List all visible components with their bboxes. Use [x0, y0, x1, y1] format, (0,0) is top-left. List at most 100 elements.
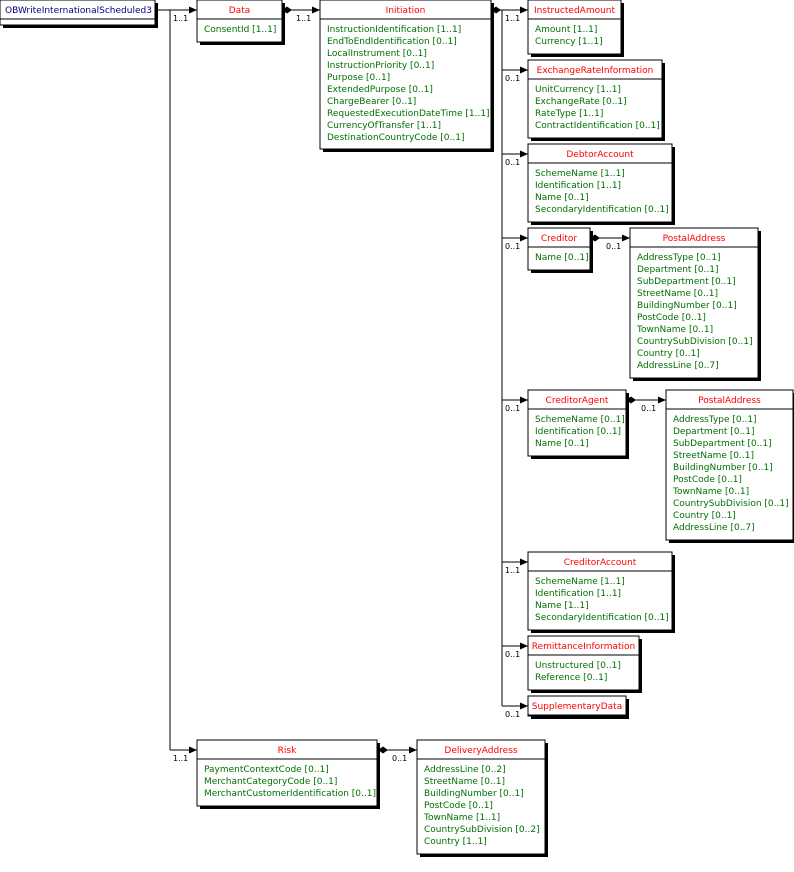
class-attribute: RateType [1..1] — [535, 109, 603, 119]
class-attribute: Department [0..1] — [637, 265, 719, 275]
arrowhead-icon — [520, 150, 528, 158]
class-attribute: Unstructured [0..1] — [535, 661, 621, 671]
class-attribute: TownName [0..1] — [672, 487, 749, 497]
class-attribute: PostCode [0..1] — [637, 313, 706, 323]
class-attribute: Purpose [0..1] — [327, 73, 390, 83]
class-attribute: Department [0..1] — [673, 427, 755, 437]
class-attribute: MerchantCategoryCode [0..1] — [204, 777, 337, 787]
class-attribute: Country [0..1] — [673, 511, 736, 521]
class-attribute: SubDepartment [0..1] — [637, 277, 736, 287]
class-title: InstructedAmount — [534, 6, 616, 16]
multiplicity-label: 1..1 — [296, 14, 311, 23]
class-attribute: PostCode [0..1] — [673, 475, 742, 485]
class-attribute: CountrySubDivision [0..1] — [673, 499, 789, 509]
class-attribute: MerchantCustomerIdentification [0..1] — [204, 789, 376, 799]
arrowhead-icon — [189, 746, 197, 754]
class-attribute: ConsentId [1..1] — [204, 25, 276, 35]
arrowhead-icon — [520, 6, 528, 14]
arrowhead-icon — [520, 234, 528, 242]
class-box-supplementary-data[interactable]: SupplementaryData — [527, 695, 629, 719]
class-attribute: CurrencyOfTransfer [1..1] — [327, 121, 441, 131]
arrowhead-icon — [312, 6, 320, 14]
class-attribute: ContractIdentification [0..1] — [535, 121, 660, 131]
class-attribute: Name [0..1] — [535, 193, 589, 203]
multiplicity-label: 0..1 — [505, 242, 520, 251]
arrowhead-icon — [520, 558, 528, 566]
root-class-name: OBWriteInternationalScheduled3 — [5, 6, 152, 16]
class-attribute: LocalInstrument [0..1] — [327, 49, 427, 59]
class-attribute: SchemeName [1..1] — [535, 169, 625, 179]
multiplicity-label: 0..1 — [392, 754, 407, 763]
multiplicity-label: 1..1 — [173, 14, 188, 23]
class-attribute: SubDepartment [0..1] — [673, 439, 772, 449]
class-attribute: AddressLine [0..7] — [673, 523, 755, 533]
arrowhead-icon — [409, 746, 417, 754]
class-attribute: SecondaryIdentification [0..1] — [535, 613, 669, 623]
class-attribute: Country [0..1] — [637, 349, 700, 359]
class-attribute: Name [0..1] — [535, 253, 589, 263]
class-attribute: EndToEndIdentification [0..1] — [327, 37, 457, 47]
arrowhead-icon — [520, 642, 528, 650]
arrowhead-icon — [520, 396, 528, 404]
multiplicity-label: 0..1 — [641, 404, 656, 413]
multiplicity-label: 1..1 — [505, 566, 520, 575]
diamond-icon — [378, 746, 388, 754]
class-attribute: Name [0..1] — [535, 439, 589, 449]
class-attribute: StreetName [0..1] — [637, 289, 718, 299]
class-title: ExchangeRateInformation — [537, 66, 654, 76]
arrowhead-icon — [189, 6, 197, 14]
class-title: Initiation — [386, 6, 426, 16]
class-attribute: AddressType [0..1] — [673, 415, 757, 425]
class-title: PostalAddress — [698, 396, 761, 406]
class-attribute: DestinationCountryCode [0..1] — [327, 133, 465, 143]
class-attribute: Identification [1..1] — [535, 181, 621, 191]
class-title: Risk — [278, 746, 297, 756]
multiplicity-label: 0..1 — [505, 710, 520, 719]
class-attribute: Identification [1..1] — [535, 589, 621, 599]
arrowhead-icon — [520, 702, 528, 710]
class-attribute: CountrySubDivision [0..2] — [424, 825, 540, 835]
class-title: RemittanceInformation — [532, 642, 636, 652]
class-attribute: Reference [0..1] — [535, 673, 607, 683]
class-title: DeliveryAddress — [444, 746, 518, 756]
class-attribute: StreetName [0..1] — [673, 451, 754, 461]
class-attribute: CountrySubDivision [0..1] — [637, 337, 753, 347]
class-title: CreditorAgent — [546, 396, 609, 406]
class-attribute: AddressLine [0..2] — [424, 765, 506, 775]
class-attribute: AddressLine [0..7] — [637, 361, 719, 371]
class-attribute: SecondaryIdentification [0..1] — [535, 205, 669, 215]
class-attribute: ExchangeRate [0..1] — [535, 97, 627, 107]
arrowhead-icon — [622, 234, 630, 242]
class-title: PostalAddress — [663, 234, 726, 244]
arrowhead-icon — [520, 66, 528, 74]
class-title: Creditor — [541, 234, 578, 244]
class-attribute: TownName [0..1] — [636, 325, 713, 335]
class-attribute: RequestedExecutionDateTime [1..1] — [327, 109, 490, 119]
root-class-box[interactable]: OBWriteInternationalScheduled3 — [0, 0, 158, 28]
multiplicity-label: 1..1 — [505, 14, 520, 23]
multiplicity-label: 0..1 — [606, 242, 621, 251]
multiplicity-label: 0..1 — [505, 74, 520, 83]
multiplicity-label: 1..1 — [173, 754, 188, 763]
class-attribute: Identification [0..1] — [535, 427, 621, 437]
multiplicity-labels: 1..1 1..1 1..1 0..1 0..1 0..1 0..1 0..1 … — [173, 14, 656, 763]
class-attribute: BuildingNumber [0..1] — [424, 789, 524, 799]
class-attribute: Country [1..1] — [424, 837, 487, 847]
class-attribute: BuildingNumber [0..1] — [637, 301, 737, 311]
class-attribute: Name [1..1] — [535, 601, 589, 611]
multiplicity-label: 0..1 — [505, 650, 520, 659]
